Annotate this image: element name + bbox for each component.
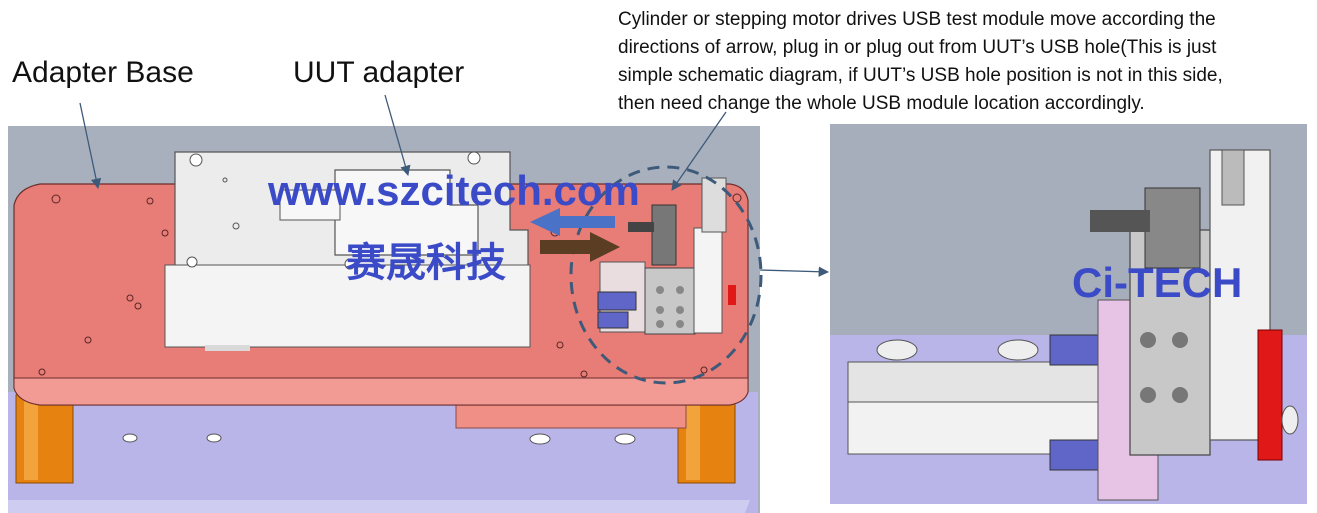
- red-stop: [1257, 329, 1283, 461]
- callout-usb-module: [671, 111, 727, 191]
- label-uut-adapter: UUT adapter: [293, 56, 465, 89]
- blue-arrow-left-icon: [530, 208, 615, 236]
- watermark-website: www.szcitech.com: [267, 167, 640, 214]
- left-cad-view: [8, 126, 763, 513]
- callout-uut-adapter: [384, 94, 411, 176]
- right-cad-view: [830, 124, 1307, 504]
- watermark-brand: Ci-TECH: [1072, 259, 1242, 306]
- callout-zoom: [759, 266, 830, 277]
- description-line: directions of arrow, plug in or plug out…: [618, 37, 1217, 58]
- watermark-chinese: 赛晟科技: [346, 240, 506, 286]
- dark-arrow-right-icon: [540, 232, 620, 262]
- usb-module: [597, 177, 736, 335]
- description-line: then need change the whole USB module lo…: [618, 93, 1145, 114]
- highlight-circle: [569, 165, 763, 385]
- description-line: simple schematic diagram, if UUT’s USB h…: [618, 65, 1223, 86]
- label-adapter-base: Adapter Base: [12, 56, 194, 89]
- description-block: Cylinder or stepping motor drives USB te…: [618, 6, 1223, 118]
- description-line: Cylinder or stepping motor drives USB te…: [618, 9, 1216, 30]
- callout-adapter-base: [79, 102, 102, 190]
